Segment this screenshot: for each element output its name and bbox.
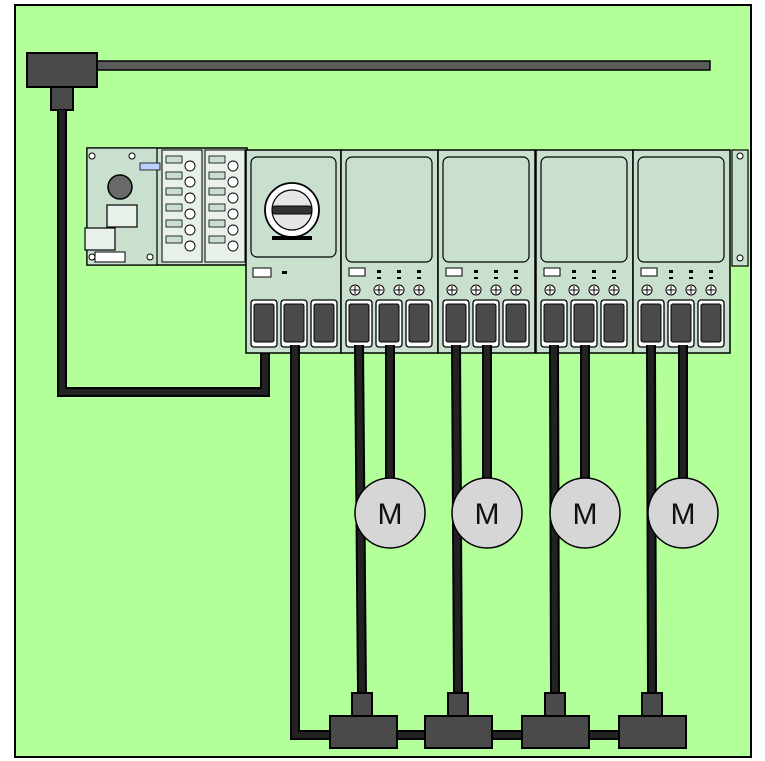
led-indicator [494,270,498,273]
starter-cover [345,156,433,263]
starter-cover [540,156,628,263]
output-socket [697,299,725,348]
led-indicator [669,270,673,273]
t-connector-icon [521,692,590,749]
bottom-bus [329,692,687,749]
terminal-slot [165,203,183,212]
screw-terminal-icon [227,192,239,204]
output-sockets [250,299,725,348]
status-label [543,267,561,277]
motor-label: M [671,498,696,531]
status-label [348,267,366,277]
output-socket [310,299,338,348]
terminal-slot [165,235,183,244]
power-bus-cable [89,60,711,71]
screw-terminal-icon [227,176,239,188]
output-socket [280,299,308,348]
screw-terminal-icon [184,240,196,252]
terminal-slot [208,203,226,212]
terminal-slot [165,155,183,164]
output-socket [600,299,628,348]
led-indicator [689,270,693,273]
power-connector-neck [50,86,74,111]
screw-terminal-icon [184,192,196,204]
output-socket [405,299,433,348]
motor-icon: M [451,477,523,549]
led-indicator [709,270,713,273]
terminal-slot [208,187,226,196]
led-indicator [514,270,518,273]
terminal-slot [208,235,226,244]
terminal-slot [165,187,183,196]
terminal-slot [165,171,183,180]
output-socket [442,299,470,348]
terminal-slot [208,219,226,228]
motor-label: M [573,498,598,531]
led-indicator [377,270,381,273]
output-socket [375,299,403,348]
screw-terminal-icon [184,160,196,172]
terminal-slot [208,155,226,164]
screw-terminal-icon [184,224,196,236]
starter-cover [442,156,530,263]
output-socket [570,299,598,348]
terminal-slot [208,171,226,180]
starter-cover [637,156,725,263]
led-indicator [417,270,421,273]
output-socket [540,299,568,348]
led-indicator [397,270,401,273]
screw-terminal-icon [184,176,196,188]
motor-label: M [475,498,500,531]
motor-label: M [378,498,403,531]
motor-icon: M [354,477,426,549]
output-socket [345,299,373,348]
output-socket [637,299,665,348]
led-indicator [474,270,478,273]
terminal-slot [165,219,183,228]
panel-end-strip [731,149,749,267]
screw-terminal-icon [184,208,196,220]
power-connector-icon [26,52,98,88]
screw-terminal-icon [227,240,239,252]
screw-terminal-icon [227,224,239,236]
motor-icon: M [549,477,621,549]
diagram-background [14,4,752,758]
io-terminal-module [161,149,246,263]
output-socket [250,299,278,348]
status-label [640,267,658,277]
led-indicator [612,270,616,273]
output-socket [667,299,695,348]
motor-starter-module [437,149,536,354]
t-connector-icon [618,692,687,749]
output-socket [472,299,500,348]
status-label [445,267,463,277]
output-socket [502,299,530,348]
screw-terminal-icon [227,208,239,220]
led-indicator [592,270,596,273]
t-connector-icon [424,692,493,749]
led-indicator [572,270,576,273]
t-connector-icon [329,692,398,749]
screw-terminal-icon [227,160,239,172]
motor-icon: M [647,477,719,549]
